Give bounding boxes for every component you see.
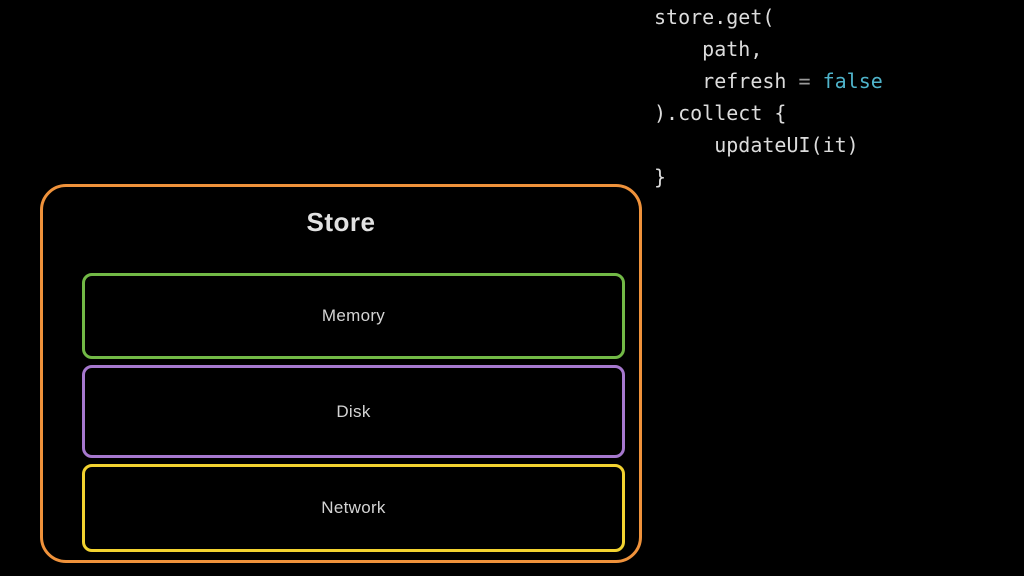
code-line: store.get( [654,5,775,29]
memory-layer-box: Memory [82,273,625,359]
code-line: refresh = false [654,69,883,93]
code-line: } [654,165,667,189]
code-line: path, [654,37,763,61]
disk-layer-box: Disk [82,365,625,458]
code-line: ).collect { [654,101,787,125]
code-line: updateUI(it) [654,133,859,157]
store-container-box: Store Memory Disk Network [40,184,642,563]
network-layer-label: Network [321,498,386,517]
disk-layer-label: Disk [336,401,371,421]
network-layer-box: Network [82,464,625,552]
code-snippet: store.get( path, refresh = false ).collec… [654,1,883,193]
store-title: Store [306,207,376,237]
memory-layer-label: Memory [321,306,386,325]
